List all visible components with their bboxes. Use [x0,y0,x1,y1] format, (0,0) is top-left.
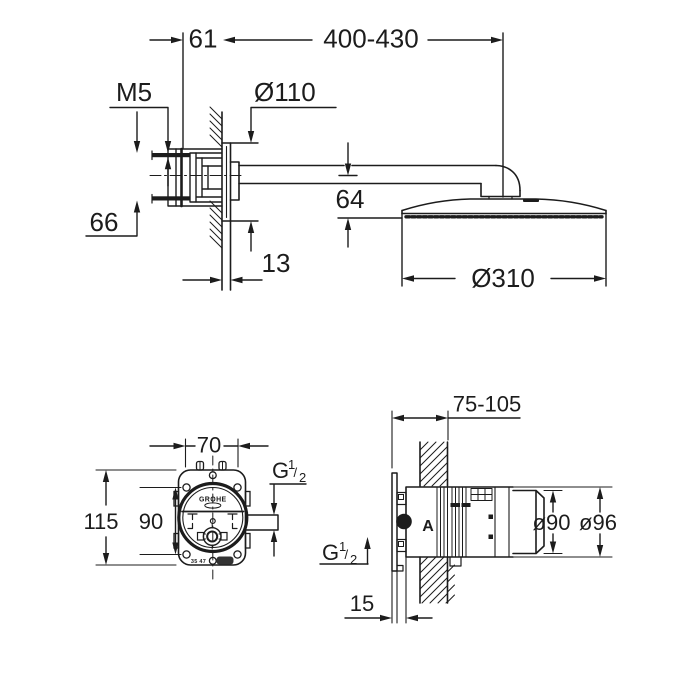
label-inlet-thread-den: 2 [350,552,357,567]
brand-logo-text: GROHE [199,497,227,504]
plate-screw-holes [182,483,242,559]
dim-screw-spacing-h [149,438,269,468]
dim-fixing-thread [109,106,172,187]
label-inlet-thread-slash: / [345,547,349,562]
label-inlet-thread-num: 1 [339,539,346,554]
dim-outlet-thread [269,483,307,557]
label-depth-range: 75-105 [453,392,522,417]
dim-inlet-thread [319,537,371,565]
shower-arm [229,161,521,201]
side-outlet-stub [245,514,279,531]
body-vent-grid [470,488,493,501]
dim-depth-range [391,410,521,469]
dim-body-diameter [543,489,563,555]
dim-screw-spacing-v [139,486,182,556]
label-outlet-thread-slash: / [294,465,298,480]
dim-plate-height [95,469,177,566]
wall-hatch [209,106,223,249]
label-fixing-thread: M5 [116,77,152,107]
top-view-shower-arm-and-head: 61 400-430 M5 Ø110 66 64 13 Ø310 [85,24,607,293]
dim-rosette-diameter [229,106,337,252]
label-head-diameter: Ø310 [471,263,535,293]
label-screw-spacing-h: 70 [197,433,221,458]
dim-cap-diameter [512,486,613,558]
dim-head-height [337,142,403,248]
dim-rosette-depth [182,276,263,284]
label-screw-spacing-v: 90 [139,509,163,534]
shower-head [401,198,607,219]
label-inlet-thread-g: G [322,540,339,565]
body-stamp-text: 35 47 [191,559,206,565]
label-wall-offset: 61 [189,24,218,54]
body-stamp-plate [216,556,234,565]
dim-arm-reach [223,32,504,198]
side-wall-section [419,441,455,604]
label-outlet-thread-g: G [272,458,289,483]
side-view-concealed-body: 75-105 ø90 ø96 G 1 / 2 15 A [319,392,617,624]
valve-assembly [196,523,228,550]
dim-fixing-spacing [85,111,141,237]
wall-rosette [221,142,232,291]
front-view-concealed-body: 70 115 90 G 1 / 2 GROHE 35 47 [83,433,307,581]
label-outlet-thread-den: 2 [299,470,306,485]
side-wall-hatch [419,441,455,604]
body-marking-a: A [422,518,434,535]
side-protection-plate [391,472,412,572]
label-rosette-diameter: Ø110 [254,77,316,107]
head-logo-mark [523,199,539,202]
label-head-height: 64 [336,184,365,214]
side-body [405,486,545,567]
label-cap-diameter: ø96 [579,510,617,535]
dim-wall-offset [149,32,184,149]
wall-section [209,106,223,291]
dim-head-diameter [401,212,607,287]
label-arm-reach: 400-430 [323,24,418,54]
fixing-rods [151,150,190,204]
label-plate-height: 115 [83,509,118,534]
label-outlet-thread-num: 1 [288,457,295,472]
label-rosette-depth: 13 [262,248,291,278]
label-fixing-spacing: 66 [90,207,119,237]
side-outlet-port [396,513,412,530]
label-plate-offset: 15 [350,591,374,616]
plate-top-studs [195,460,227,471]
dim-plate-offset [344,556,433,624]
body-clip-details [187,513,238,530]
label-body-diameter: ø90 [533,510,571,535]
